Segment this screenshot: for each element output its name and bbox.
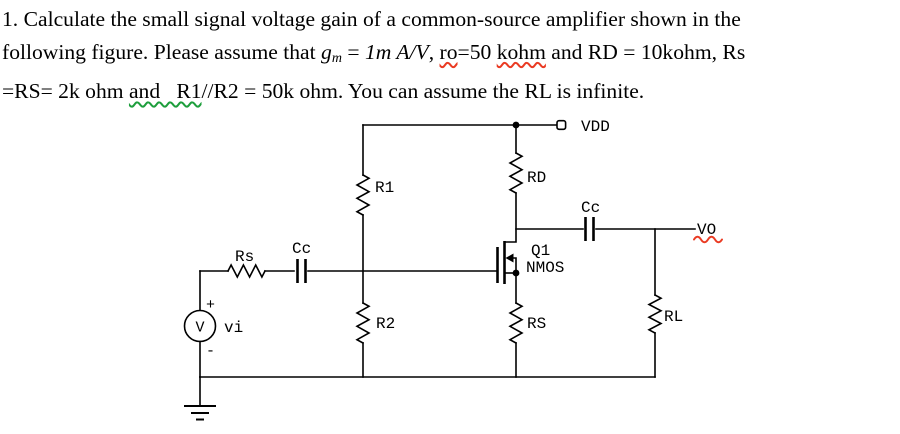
text-segment: and RD = 10kohm, Rs (545, 39, 746, 64)
vdd-terminal-icon (556, 119, 567, 131)
vo-label: VO (697, 221, 716, 239)
wire-top-rail (362, 121, 557, 129)
resistor-zigzag-icon (508, 151, 524, 195)
mosfet-q1: Q1 NMOS (496, 241, 564, 284)
problem-line-2: following figure. Please assume that gm … (2, 36, 898, 76)
output-node: VO (693, 221, 723, 244)
q1-name-label: Q1 (531, 242, 550, 260)
capacitor-cc-input: Cc (264, 240, 498, 283)
plus-label: + (206, 297, 215, 314)
spellcheck-word-ro: ro (439, 39, 458, 64)
resistor-zigzag-icon (226, 263, 267, 279)
ground-icon (184, 376, 216, 421)
resistor-zigzag-icon (508, 301, 524, 345)
grammarcheck-phrase: and R1 (128, 79, 202, 104)
capacitor-cc-output: Cc (515, 199, 696, 241)
capacitor-plates-icon (584, 217, 595, 241)
vi-label: vi (224, 319, 243, 337)
spellcheck-word-kohm: kohm (496, 39, 546, 64)
text-segment: following figure. Please assume that (2, 39, 322, 64)
resistor-r1: R1 (355, 124, 394, 304)
rs-series-label: Rs (235, 248, 254, 266)
text-segment: = (341, 39, 365, 64)
resistor-zigzag-icon (355, 301, 371, 345)
gm-subscript: m (331, 50, 342, 66)
problem-statement: 1. Calculate the small signal voltage ga… (2, 3, 898, 108)
resistor-rs-source: RS (508, 272, 546, 378)
resistor-zigzag-icon (647, 293, 663, 335)
gm-symbol: g (321, 39, 332, 64)
r1-label: R1 (375, 179, 394, 197)
nmos-arrow-icon (505, 253, 514, 263)
resistor-zigzag-icon (355, 173, 371, 217)
cc-input-label: Cc (292, 240, 311, 258)
gm-value: 1m A/V (364, 39, 429, 64)
vo-red-squiggle (693, 235, 723, 244)
rl-label: RL (664, 308, 683, 326)
vdd-label: VDD (581, 118, 610, 136)
voltage-source-vi: V + - vi (183, 270, 243, 378)
problem-line-1: 1. Calculate the small signal voltage ga… (2, 3, 898, 36)
minus-label: - (206, 343, 215, 360)
resistor-rd: RD (503, 124, 546, 243)
text-segment: =RS= 2k ohm (2, 79, 129, 104)
capacitor-plates-icon (296, 259, 307, 283)
text-segment: 1. Calculate the small signal voltage ga… (2, 7, 741, 31)
q1-type-label: NMOS (526, 259, 564, 277)
r2-label: R2 (376, 315, 395, 333)
problem-line-3: =RS= 2k ohm and R1//R2 = 50k ohm. You ca… (2, 75, 898, 108)
cc-output-label: Cc (581, 199, 600, 217)
vdd-port: VDD (556, 118, 610, 136)
rs-source-label: RS (527, 315, 546, 333)
text-segment: //R2 = 50k ohm. You can assume the RL is… (201, 79, 645, 104)
resistor-r2: R2 (355, 301, 395, 378)
resistor-rs-series: Rs (199, 248, 267, 279)
source-symbol-label: V (195, 320, 204, 337)
text-segment: , (428, 39, 440, 64)
text-segment: =50 (457, 39, 497, 64)
resistor-rl: RL (647, 228, 683, 378)
rd-label: RD (527, 169, 546, 187)
